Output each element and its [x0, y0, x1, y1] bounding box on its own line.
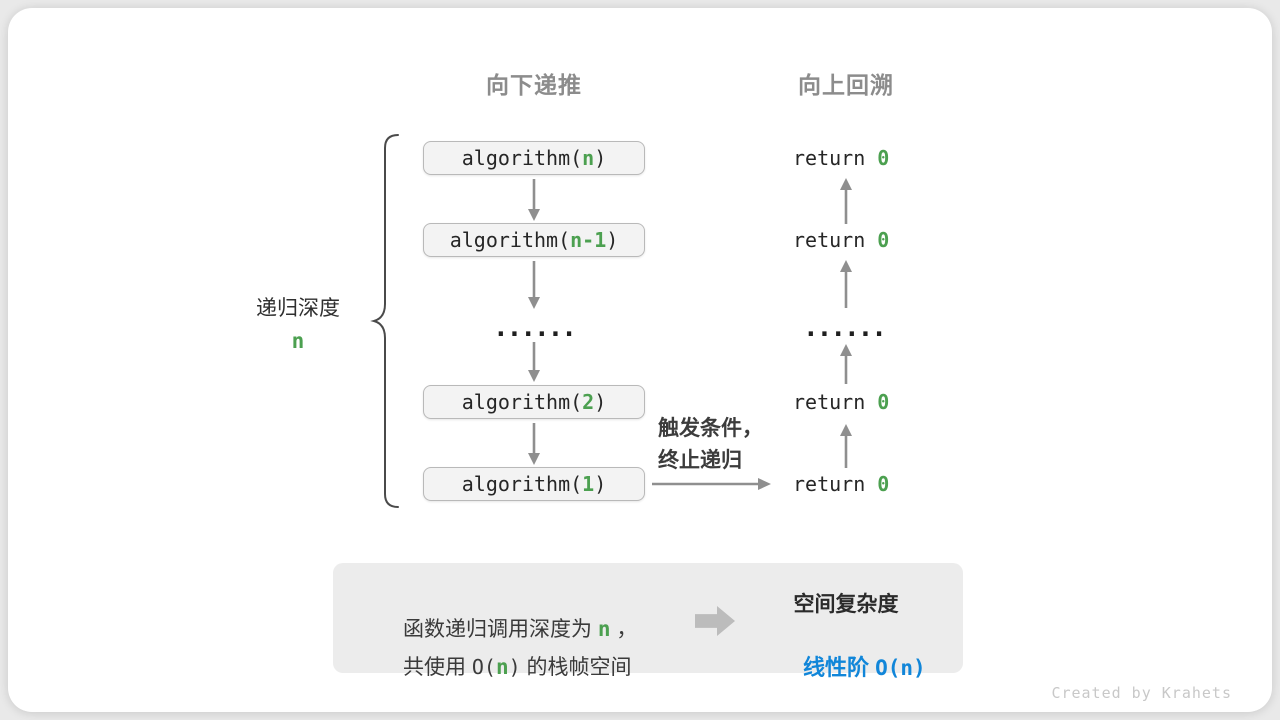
call-text: algorithm( — [461, 390, 583, 414]
recursion-depth-value: n — [291, 329, 305, 353]
summary-var: n — [597, 617, 611, 641]
up-arrow-icon — [840, 260, 852, 308]
complexity-code: ) — [913, 656, 926, 680]
return-text: return — [793, 390, 878, 414]
return-statement: return 0 — [793, 227, 943, 253]
up-arrow-icon — [840, 344, 852, 384]
complexity-var: n — [900, 656, 914, 680]
down-arrow-icon — [528, 261, 540, 309]
down-arrow-icon — [528, 423, 540, 465]
call-box-n-1: algorithm(n-1) — [423, 223, 645, 257]
call-box-2: algorithm(2) — [423, 385, 645, 419]
return-text: return — [793, 228, 878, 252]
call-arg: 1 — [582, 472, 595, 496]
summary-box: 函数递归调用深度为 n ， 共使用 O(n) 的栈帧空间 空间复杂度 线性阶 O… — [333, 563, 963, 680]
down-arrow-icon — [528, 179, 540, 221]
summary-line-1: 函数递归调用深度为 n ， — [368, 589, 637, 667]
call-text: ) — [594, 472, 607, 496]
summary-line-2: 共使用 O(n) 的栈帧空间 — [368, 627, 632, 705]
complexity-code: O( — [875, 656, 901, 680]
call-text: algorithm( — [461, 472, 583, 496]
return-value: 0 — [877, 228, 890, 252]
ellipsis-right: ...... — [803, 313, 887, 343]
return-statement: return 0 — [793, 389, 943, 415]
return-value: 0 — [877, 472, 890, 496]
call-box-n: algorithm(n) — [423, 141, 645, 175]
return-statement: return 0 — [793, 145, 943, 171]
call-text: ) — [594, 146, 607, 170]
down-arrow-icon — [528, 342, 540, 382]
summary-text: 函数递归调用深度为 — [403, 618, 598, 641]
up-arrow-icon — [840, 178, 852, 224]
summary-text: ， — [610, 618, 638, 641]
call-arg: n — [582, 146, 595, 170]
call-arg: n-1 — [570, 228, 607, 252]
header-recurse-down: 向下递推 — [486, 72, 582, 98]
call-text: ) — [594, 390, 607, 414]
summary-code: ) — [508, 655, 521, 679]
call-text: algorithm( — [449, 228, 571, 252]
trigger-condition-line2: 终止递归 — [658, 449, 742, 472]
ellipsis-left: ...... — [493, 313, 577, 343]
terminate-arrow-icon — [652, 478, 771, 490]
summary-var: n — [495, 655, 509, 679]
return-text: return — [793, 146, 878, 170]
depth-brace-icon — [370, 134, 399, 508]
call-arg: 2 — [582, 390, 595, 414]
recursion-depth-label: 递归深度 — [256, 297, 340, 320]
call-text: ) — [606, 228, 619, 252]
summary-code: O( — [471, 655, 496, 679]
return-statement: return 0 — [793, 471, 943, 497]
call-box-1: algorithm(1) — [423, 467, 645, 501]
space-complexity-title: 空间复杂度 — [793, 593, 899, 616]
space-complexity-value: 线性阶 O(n) — [746, 624, 946, 708]
summary-text: 的栈帧空间 — [520, 656, 632, 679]
diagram-card: 向下递推 向上回溯 递归深度 n algorithm(n) algorithm(… — [8, 8, 1272, 712]
up-arrow-icon — [840, 424, 852, 468]
header-backtrack-up: 向上回溯 — [798, 72, 894, 98]
implies-arrow-icon — [695, 606, 735, 636]
complexity-label: 线性阶 — [802, 655, 876, 680]
trigger-condition-line1: 触发条件， — [658, 417, 763, 440]
credit-text: Created by Krahets — [1051, 684, 1232, 702]
return-text: return — [793, 472, 878, 496]
call-text: algorithm( — [461, 146, 583, 170]
return-value: 0 — [877, 146, 890, 170]
return-value: 0 — [877, 390, 890, 414]
summary-text: 共使用 — [403, 656, 472, 679]
